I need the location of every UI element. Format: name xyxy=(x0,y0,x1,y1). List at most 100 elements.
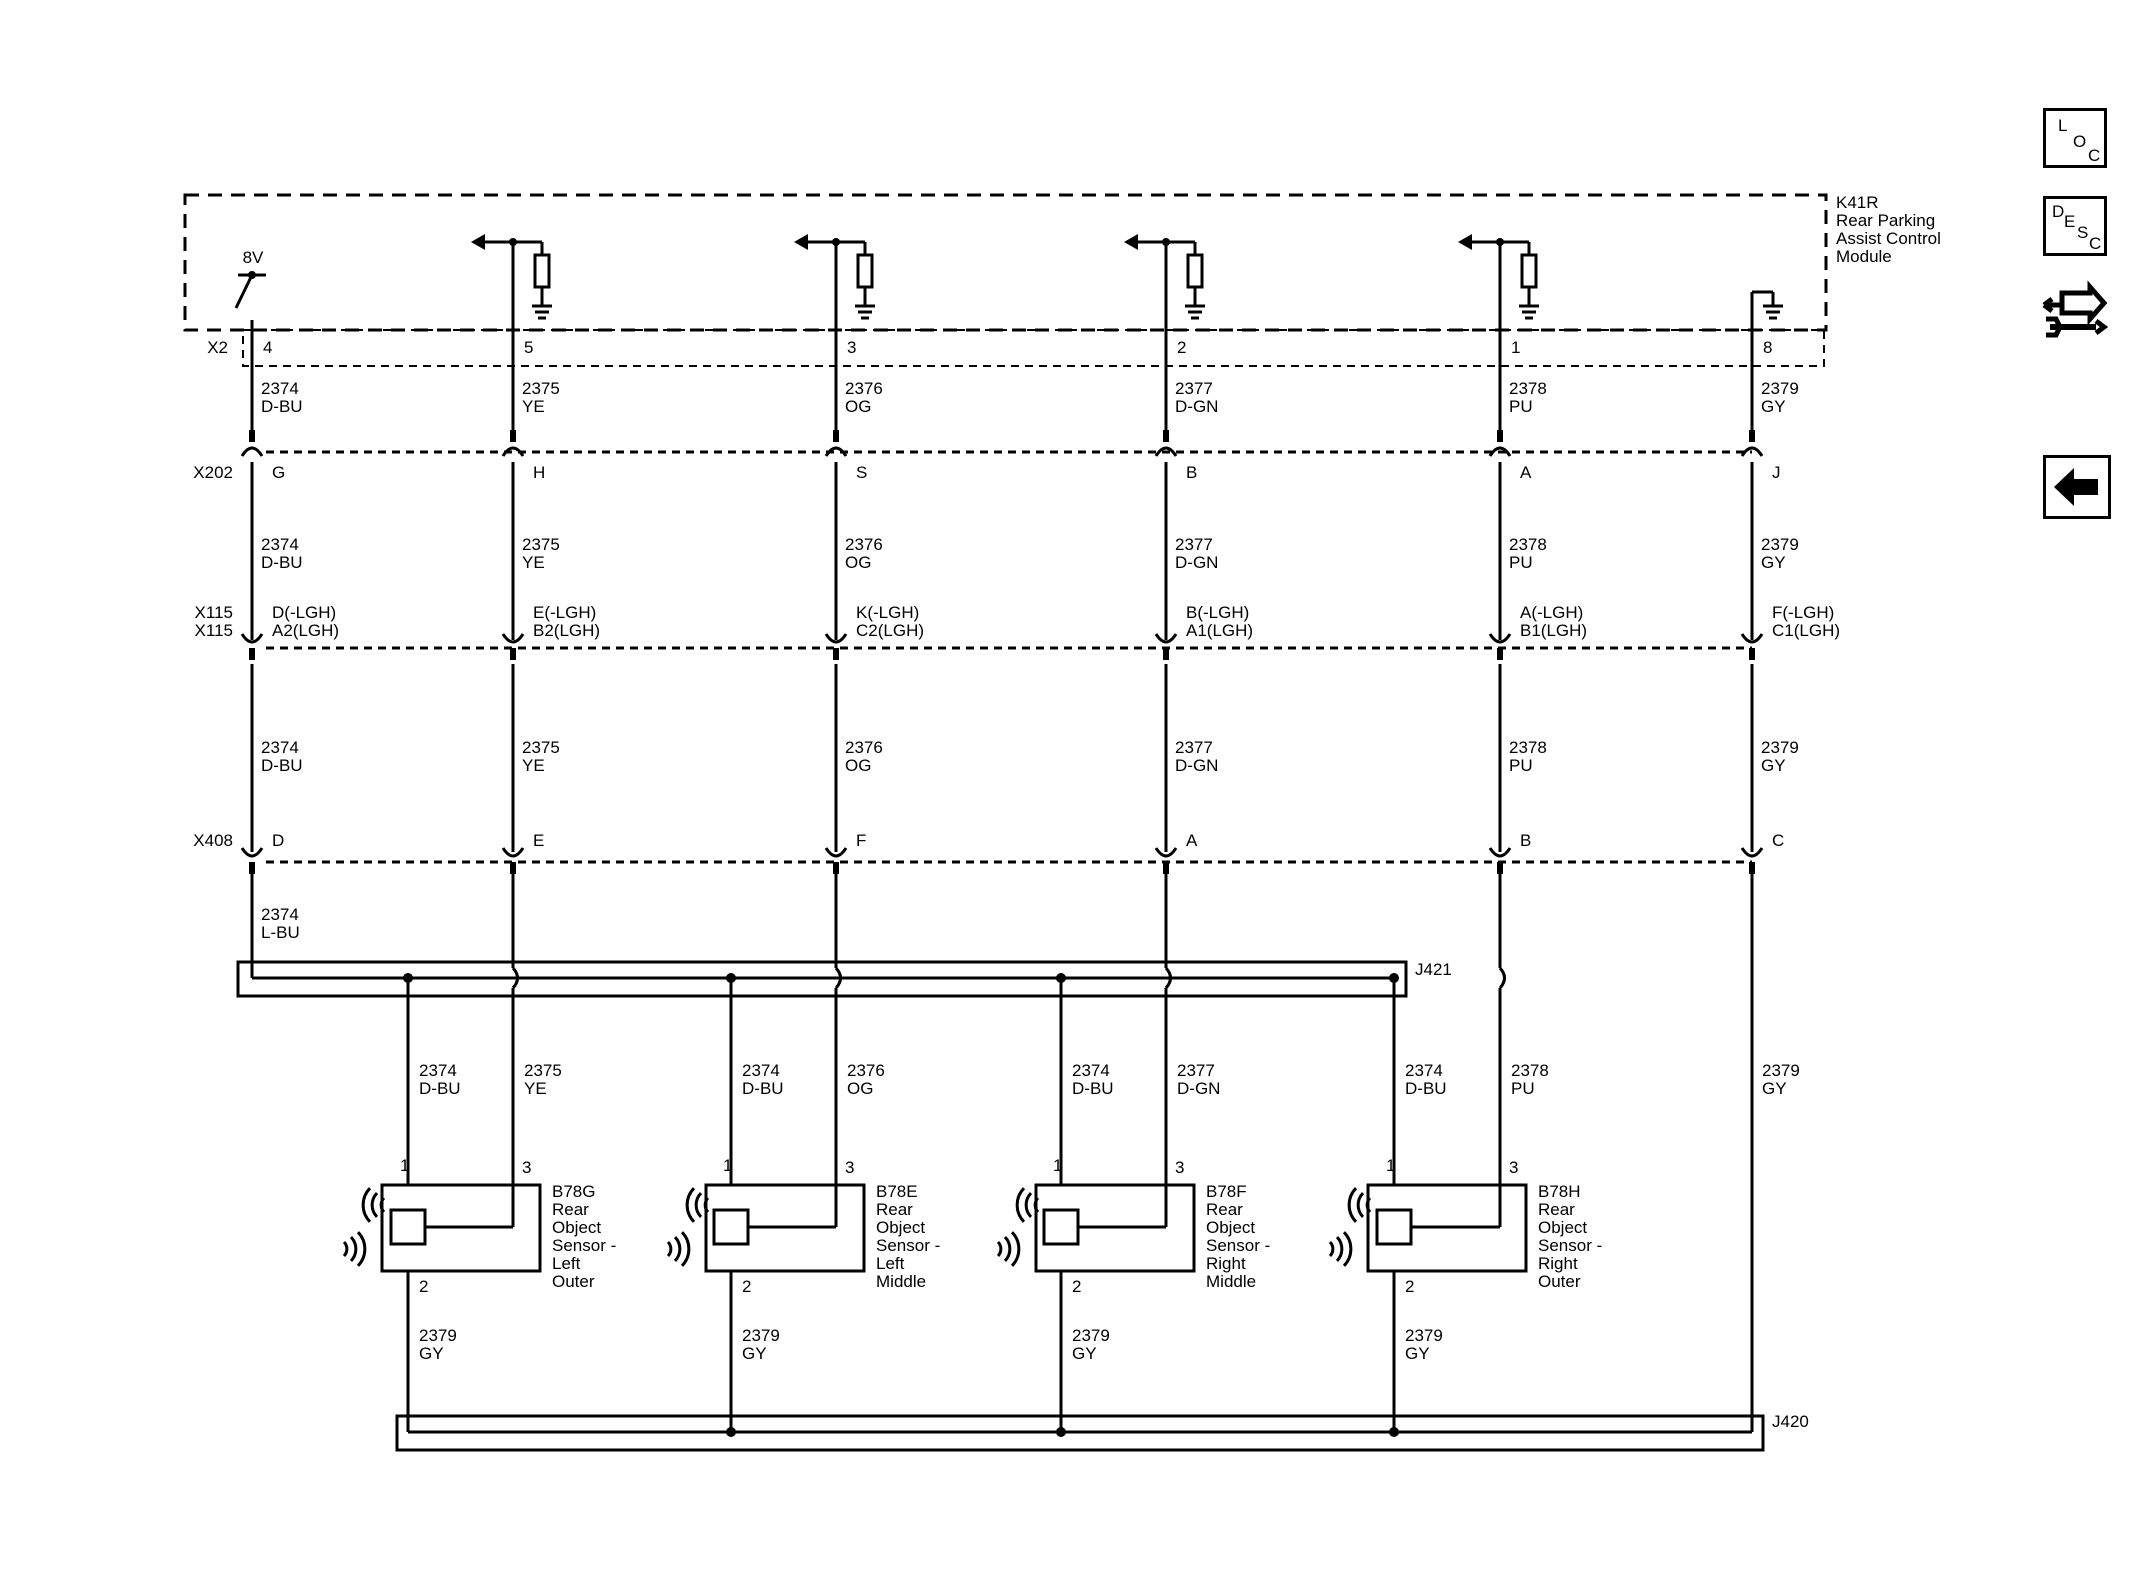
connector-female-icon xyxy=(501,847,525,858)
ultrasonic-wave-icon xyxy=(370,1192,379,1218)
sensor-pin1-label: 1 xyxy=(1053,1156,1062,1175)
wire-color-label: OG xyxy=(845,756,871,775)
wire-circuit-label: 2379 xyxy=(419,1326,457,1345)
wire-color-label: D-GN xyxy=(1175,397,1218,416)
wire-color-label: D-BU xyxy=(742,1079,784,1098)
x202-pin-label: H xyxy=(533,463,545,482)
arrow-icon xyxy=(471,234,485,250)
sensor-description-line: Object xyxy=(876,1218,925,1237)
wire-circuit-label: 2377 xyxy=(1175,535,1213,554)
wire-color-label: L-BU xyxy=(261,923,300,942)
connector-female-icon xyxy=(1740,847,1764,858)
wire-color-label: OG xyxy=(847,1079,873,1098)
x408-pin-label: E xyxy=(533,831,544,850)
connector-female-icon xyxy=(240,847,264,858)
sensor-pin1-label: 1 xyxy=(400,1156,409,1175)
sensor-element xyxy=(389,1208,427,1246)
ultrasonic-wave-icon xyxy=(673,1236,682,1262)
sensor-element xyxy=(712,1208,750,1246)
module-pin-label: 3 xyxy=(847,338,856,357)
module-name-line: Rear Parking xyxy=(1836,211,1935,230)
wire-color-label: GY xyxy=(1761,756,1786,775)
ultrasonic-wave-icon xyxy=(666,1240,673,1258)
module-pin-label: 2 xyxy=(1177,338,1186,357)
wire-circuit-label: 2375 xyxy=(524,1061,562,1080)
sensor-pin2-label: 2 xyxy=(742,1277,751,1296)
wire-color-label: GY xyxy=(1761,553,1786,572)
connector-male-icon xyxy=(1163,862,1169,874)
resistor-icon xyxy=(1186,253,1204,289)
x115a-pin-label: F(-LGH) xyxy=(1772,603,1834,622)
sensor-description-line: Object xyxy=(1538,1218,1587,1237)
wire-circuit-label: 2374 xyxy=(1072,1061,1110,1080)
wire-crossover xyxy=(834,966,842,990)
description-button[interactable]: D E S C xyxy=(2043,196,2107,256)
wire-color-label: YE xyxy=(522,553,545,572)
wire-circuit-label: 2374 xyxy=(742,1061,780,1080)
connector-male-icon xyxy=(1749,430,1755,442)
x408-pin-label: A xyxy=(1186,831,1198,850)
x115b-pin-label: B1(LGH) xyxy=(1520,621,1587,640)
wire-color-label: PU xyxy=(1511,1079,1535,1098)
wire-circuit-label: 2377 xyxy=(1175,738,1213,757)
sensor-description-line: Rear xyxy=(876,1200,913,1219)
connector-male-icon xyxy=(1749,648,1755,660)
sensor-pin2-label: 2 xyxy=(1405,1277,1414,1296)
sensor-description-line: Right xyxy=(1206,1254,1246,1273)
connector-wrench-icon[interactable] xyxy=(2040,275,2112,355)
x115a-pin-label: B(-LGH) xyxy=(1186,603,1249,622)
x408-pin-label: B xyxy=(1520,831,1531,850)
wire-crossover xyxy=(1498,966,1506,990)
wire-circuit-label: 2378 xyxy=(1511,1061,1549,1080)
sensor-description-line: Object xyxy=(552,1218,601,1237)
resistor-icon xyxy=(856,253,874,289)
x202-pin-label: J xyxy=(1772,463,1781,482)
ultrasonic-wave-icon xyxy=(1347,1187,1358,1223)
ultrasonic-wave-icon xyxy=(1335,1236,1344,1262)
wire-crossover xyxy=(511,966,519,990)
x115a-pin-label: A(-LGH) xyxy=(1520,603,1583,622)
connector-female-icon xyxy=(501,446,525,457)
connector-female-icon xyxy=(1488,633,1512,644)
wire-circuit-label: 2376 xyxy=(845,379,883,398)
back-button[interactable] xyxy=(2043,455,2111,519)
connector-male-icon xyxy=(510,862,516,874)
connector-male-icon xyxy=(833,648,839,660)
connector-female-icon xyxy=(824,633,848,644)
module-box xyxy=(183,193,1828,332)
sensor-pin2-label: 2 xyxy=(1072,1277,1081,1296)
connector-male-icon xyxy=(510,430,516,442)
wire-circuit-label: 2379 xyxy=(1761,738,1799,757)
wire-color-label: GY xyxy=(1761,397,1786,416)
wire-color-label: PU xyxy=(1509,756,1533,775)
splice-j421-label: J421 xyxy=(1415,960,1452,979)
connector-male-icon xyxy=(1163,430,1169,442)
wire-circuit-label: 2375 xyxy=(522,535,560,554)
loc-letter-c: C xyxy=(2088,146,2101,165)
sensor-description-line: Middle xyxy=(1206,1272,1256,1291)
ultrasonic-wave-icon xyxy=(1328,1240,1335,1258)
wire-circuit-label: 2378 xyxy=(1509,738,1547,757)
connector-male-icon xyxy=(1497,430,1503,442)
wire-circuit-label: 2377 xyxy=(1177,1061,1215,1080)
sensor-pin3-label: 3 xyxy=(522,1158,531,1177)
wire-color-label: D-BU xyxy=(1405,1079,1447,1098)
wire-circuit-label: 2379 xyxy=(742,1326,780,1345)
loc-letter-o: O xyxy=(2073,132,2087,151)
back-arrow-icon xyxy=(2054,468,2098,506)
wire-circuit-label: 2376 xyxy=(845,738,883,757)
sensor-pin3-label: 3 xyxy=(1509,1158,1518,1177)
sensor-description-line: Right xyxy=(1538,1254,1578,1273)
x115a-pin-label: K(-LGH) xyxy=(856,603,919,622)
wire-circuit-label: 2379 xyxy=(1405,1326,1443,1345)
wire-color-label: D-GN xyxy=(1175,553,1218,572)
location-button[interactable]: L O C xyxy=(2043,108,2107,168)
desc-letter-c2: C xyxy=(2089,234,2102,253)
wire-circuit-label: 2374 xyxy=(261,535,299,554)
wire-circuit-label: 2378 xyxy=(1509,535,1547,554)
wire-color-label: GY xyxy=(742,1344,767,1363)
ultrasonic-wave-icon xyxy=(1003,1236,1012,1262)
connector-male-icon xyxy=(1497,862,1503,874)
wire-color-label: PU xyxy=(1509,553,1533,572)
ultrasonic-wave-icon xyxy=(342,1240,349,1258)
